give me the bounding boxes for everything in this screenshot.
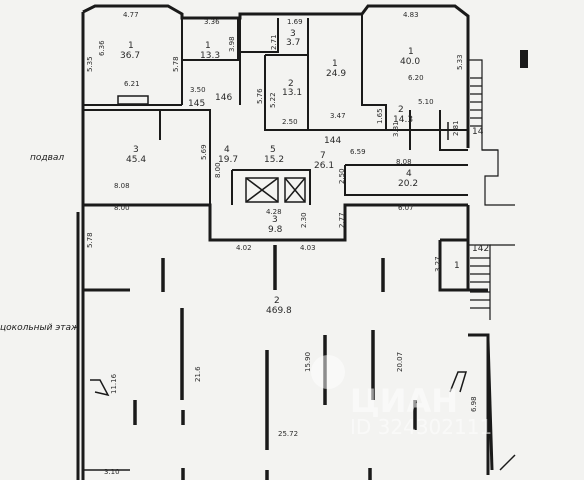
dimension: 5.22: [269, 92, 277, 108]
dimension: 2.77: [338, 212, 346, 228]
room-id: 4: [224, 145, 230, 155]
room-id: 3: [272, 215, 278, 225]
dimension: 5.33: [456, 54, 464, 70]
room-id: 5: [270, 145, 276, 155]
room-area: 24.9: [326, 69, 346, 79]
room-id: 2: [274, 296, 280, 306]
room-id: 7: [320, 151, 326, 161]
dimension: 1.69: [287, 18, 303, 26]
dimension: 4.77: [123, 11, 139, 19]
basement-label: подвал: [30, 153, 64, 163]
room-area: 36.7: [120, 51, 140, 61]
room-id: 3: [290, 29, 296, 39]
cian-watermark: ЦИАН ID 324302111: [311, 355, 492, 439]
dimension: 2.71: [270, 34, 278, 50]
room-area: 13.3: [200, 51, 220, 61]
room-area: 45.4: [126, 155, 146, 165]
elevator-shafts: [245, 177, 306, 203]
dimension: 3.81: [392, 121, 400, 137]
dimension: 1.65: [376, 108, 384, 124]
watermark-brand: ЦИАН: [350, 382, 458, 420]
dimension: 25.72: [278, 430, 298, 438]
dimension: 5.78: [86, 232, 94, 248]
dimension: 8.08: [114, 182, 130, 190]
entrance-fixtures: [83, 339, 516, 471]
dimension: 21.6: [194, 366, 202, 382]
dimension: 3.47: [330, 112, 346, 120]
room-labels: 1 36.7 1 13.3 3 3.7 1 24.9 2 13.1 1 40.0…: [120, 29, 460, 316]
room-id: 1: [128, 41, 134, 51]
dimension: 5.35: [86, 56, 94, 72]
room-id: 2: [398, 105, 404, 115]
room-id: 1: [205, 41, 211, 51]
dimension: 6.98: [470, 396, 478, 412]
room-number-144: 144: [324, 136, 341, 146]
room-id: 2: [288, 79, 294, 89]
room-number-142: 142: [472, 244, 489, 254]
dimension: 6.20: [408, 74, 424, 82]
room-area: 9.8: [268, 225, 283, 235]
room-area: 19.7: [218, 155, 238, 165]
room-area: 40.0: [400, 57, 420, 67]
dimension: 20.07: [396, 352, 404, 372]
room-number-146: 146: [215, 93, 232, 103]
room-area: 469.8: [266, 306, 292, 316]
dimension: 6.59: [350, 148, 366, 156]
dimension: 6.36: [98, 40, 106, 56]
fixtures: [117, 95, 449, 148]
dimension: 3.10: [104, 468, 120, 476]
room-number-145: 145: [188, 99, 205, 109]
room-number-14: 14: [472, 127, 484, 137]
room-id: 3: [133, 145, 139, 155]
dimension: 8.00: [214, 162, 222, 178]
dimension: 6.07: [398, 204, 414, 212]
dimension: 4.03: [300, 244, 316, 252]
upper-walls: [81, 4, 470, 242]
room-area: 20.2: [398, 179, 418, 189]
lower-walls: [76, 205, 490, 480]
lower-stairs: [468, 244, 515, 320]
dimension: 5.76: [256, 88, 264, 104]
dimension: 4.28: [266, 208, 282, 216]
dimension-labels: 4.77 5.35 6.36 5.78 6.21 3.50 3.36 3.98 …: [86, 11, 478, 476]
dimension: 8.08: [396, 158, 412, 166]
room-area: 14.3: [393, 115, 413, 125]
dimension: 4.02: [236, 244, 252, 252]
room-area: 13.1: [282, 88, 302, 98]
dimension: 5.78: [172, 56, 180, 72]
dimension: 3.27: [434, 256, 442, 272]
cian-logo-icon: [311, 355, 345, 389]
dimension: 5.69: [200, 144, 208, 160]
upper-inner-walls: [83, 14, 468, 205]
room-id: 4: [406, 169, 412, 179]
room-area: 26.1: [314, 161, 334, 171]
room-area: 15.2: [264, 155, 284, 165]
dimension: 2.30: [300, 212, 308, 228]
dimension: 2.81: [452, 120, 460, 136]
ground-floor-label: цокольный этаж: [0, 323, 80, 333]
room-area: 3.7: [286, 38, 300, 48]
dimension: 3.50: [190, 86, 206, 94]
right-stairs: [468, 50, 528, 206]
dimension: 11.16: [110, 373, 118, 394]
dimension: 3.36: [204, 18, 220, 26]
dimension: 6.21: [124, 80, 140, 88]
dimension: 3.98: [228, 36, 236, 52]
dimension: 4.83: [403, 11, 419, 19]
room-id: 1: [454, 261, 460, 271]
dimension: 2.50: [282, 118, 298, 126]
dimension: 5.10: [418, 98, 434, 106]
dimension: 8.00: [114, 204, 130, 212]
dimension: 2.50: [338, 168, 346, 184]
watermark-id: ID 324302111: [350, 415, 492, 439]
dimension: 15.90: [304, 352, 312, 372]
room-id: 1: [332, 59, 338, 69]
room-id: 1: [408, 47, 414, 57]
